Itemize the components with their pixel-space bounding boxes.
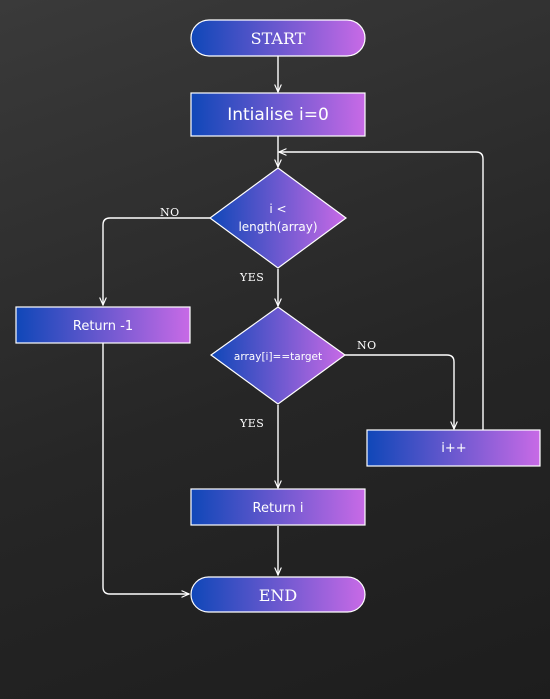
init-label: Intialise i=0: [227, 105, 329, 125]
return-neg-process: Return -1: [15, 306, 191, 344]
start-label: START: [251, 29, 306, 48]
loop-condition-decision: i < length(array): [208, 167, 348, 269]
edge-returnneg-end: [102, 343, 189, 594]
init-process: Intialise i=0: [190, 92, 366, 137]
connectors: [102, 56, 484, 594]
match-condition-label: array[i]==target: [234, 351, 322, 363]
match-yes-label: YES: [239, 417, 264, 430]
loop-condition-line1: i <: [269, 202, 286, 216]
increment-process: i++: [366, 429, 541, 467]
match-no-label: NO: [357, 339, 377, 352]
loop-no-label: NO: [160, 206, 180, 219]
increment-label: i++: [441, 441, 466, 456]
return-i-label: Return i: [253, 501, 304, 516]
loop-yes-label: YES: [239, 271, 264, 284]
loop-condition-line2: length(array): [238, 220, 317, 234]
end-terminal: END: [190, 576, 366, 613]
start-terminal: START: [190, 19, 366, 57]
return-i-process: Return i: [190, 488, 366, 526]
edge-loop-no: [103, 217, 210, 305]
match-condition-decision: array[i]==target: [209, 306, 347, 405]
edge-increment-loop: [279, 152, 484, 430]
end-label: END: [259, 586, 298, 605]
return-neg-label: Return -1: [73, 319, 133, 334]
edge-match-no: [345, 354, 454, 429]
